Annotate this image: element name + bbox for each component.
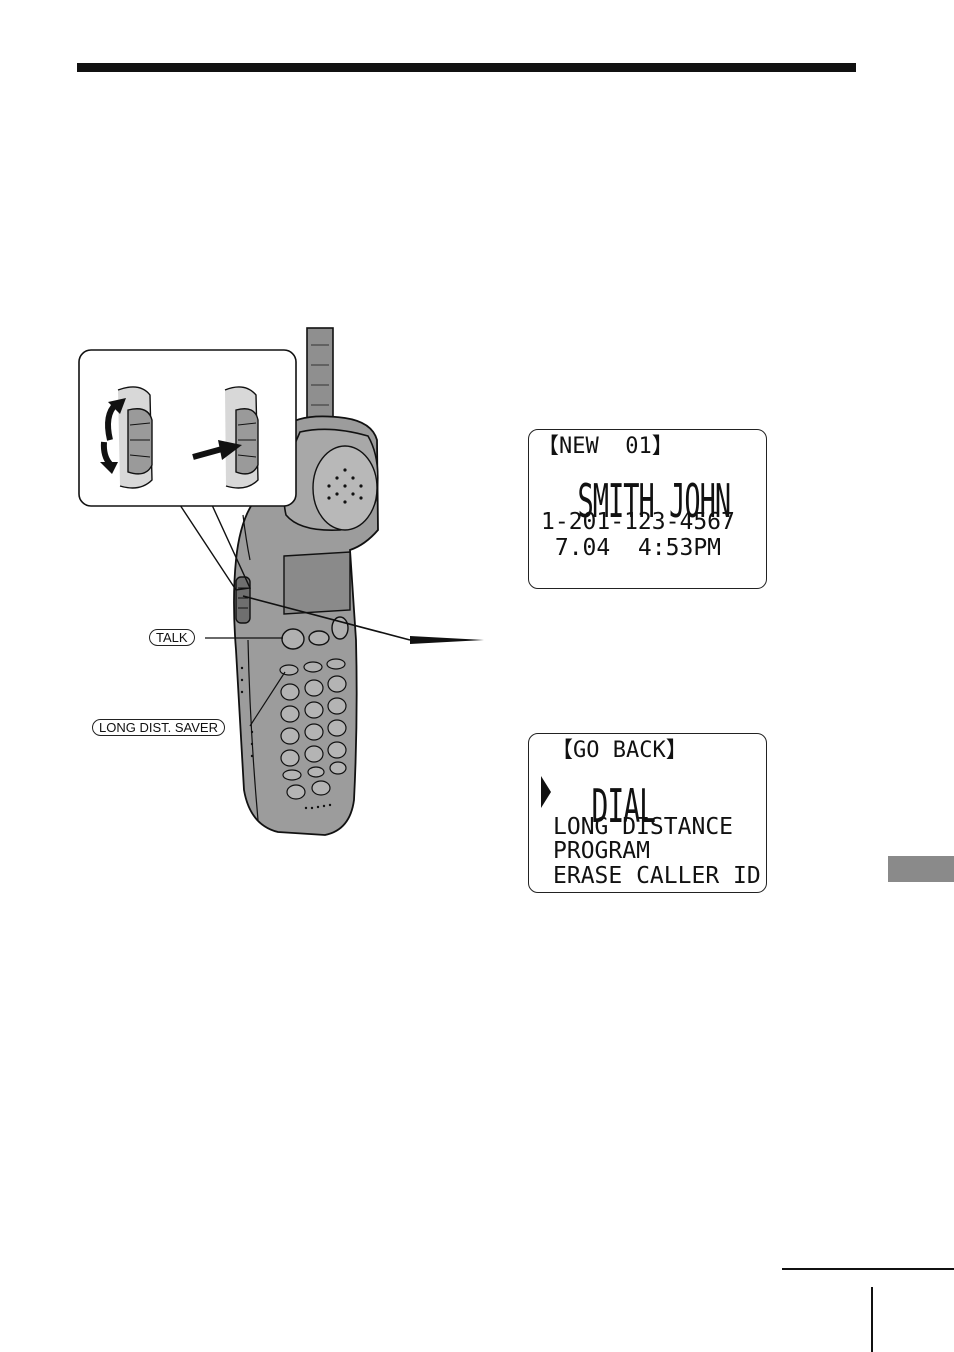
handset-body xyxy=(233,415,379,836)
press-arrow-icon xyxy=(192,440,242,460)
menu-item-erase-caller-id: ERASE CALLER ID xyxy=(553,863,761,889)
display-header: 【NEW 01】 xyxy=(537,434,674,459)
caller-datetime: 7.04 4:53PM xyxy=(541,535,722,561)
caller-name-row: SMITH JOHN xyxy=(539,463,732,525)
bottom-rule xyxy=(782,1268,954,1270)
bottom-vertical-rule xyxy=(871,1287,873,1352)
triangle-pointer-icon xyxy=(541,776,551,808)
menu-display: 【GO BACK】 DIAL LONG DISTANCE PROGRAM ERA… xyxy=(528,733,767,893)
menu-selected: DIAL xyxy=(591,779,656,834)
caller-id-display: 【NEW 01】 SMITH JOHN 1-201-123-4567 7.04 … xyxy=(528,429,767,589)
saver-leader xyxy=(249,671,286,727)
caller-number: 1-201-123-4567 xyxy=(541,509,735,535)
talk-label: TALK xyxy=(149,629,195,646)
menu-header: 【GO BACK】 xyxy=(551,738,688,763)
menu-selected-row: DIAL xyxy=(553,768,656,829)
long-dist-saver-label: LONG DIST. SAVER xyxy=(92,719,225,736)
section-tab xyxy=(888,856,954,882)
antenna xyxy=(306,327,334,429)
menu-item-long-distance: LONG DISTANCE xyxy=(553,814,734,840)
pointer-arrow-icon xyxy=(242,595,484,644)
top-rule xyxy=(77,63,856,72)
caller-name: SMITH JOHN xyxy=(577,475,732,529)
jog-dial-inset xyxy=(78,349,297,591)
rotate-arrows-icon xyxy=(100,398,126,474)
menu-item-program: PROGRAM xyxy=(553,838,650,864)
